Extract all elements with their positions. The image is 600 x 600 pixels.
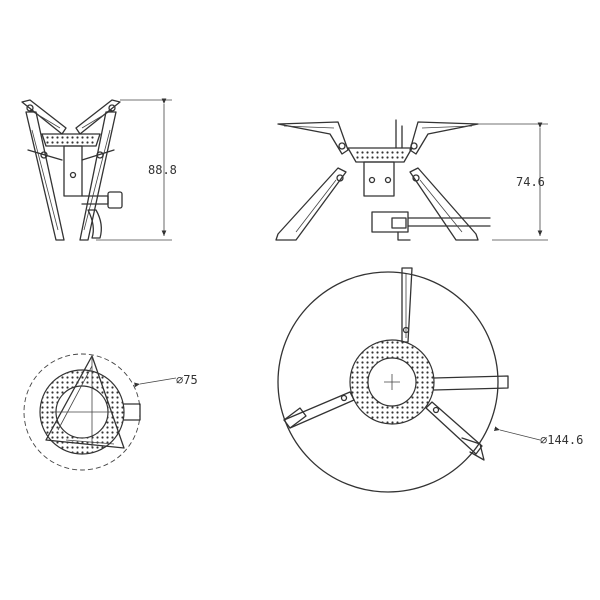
open-leg-right [409,167,479,241]
open-arm-lower-right [425,401,483,455]
open-height-label: 74.6 [516,175,545,189]
center-crosshair [384,374,400,390]
folded-leg-right [79,111,117,241]
open-arm-left [277,121,349,155]
folded-leg-left [25,111,65,241]
open-envelope-circle [277,271,499,493]
folded-arms-triangle [45,355,125,449]
open-valve-body [363,161,395,197]
folded-diameter-label: ⌀75 [176,373,198,387]
open-burner-head [347,147,413,163]
open-leg-left [275,167,347,241]
folded-height-label: 88.8 [148,163,177,177]
folded-side-view [21,98,172,241]
folded-top-view [23,353,177,471]
open-arm-top [401,267,413,343]
folded-burner-head [41,133,101,147]
open-top-view [277,267,541,493]
open-fuel-hose-top [433,375,509,391]
open-side-view [275,119,548,241]
folded-hose-connector [81,195,109,205]
open-diameter-label: ⌀144.6 [540,433,583,447]
open-arm-lower-left [283,391,355,429]
folded-arm-right [75,99,121,135]
folded-arm-left [21,99,67,135]
open-arm-right [409,121,479,155]
folded-valve-body [63,145,83,197]
open-fuel-hose [407,217,491,227]
